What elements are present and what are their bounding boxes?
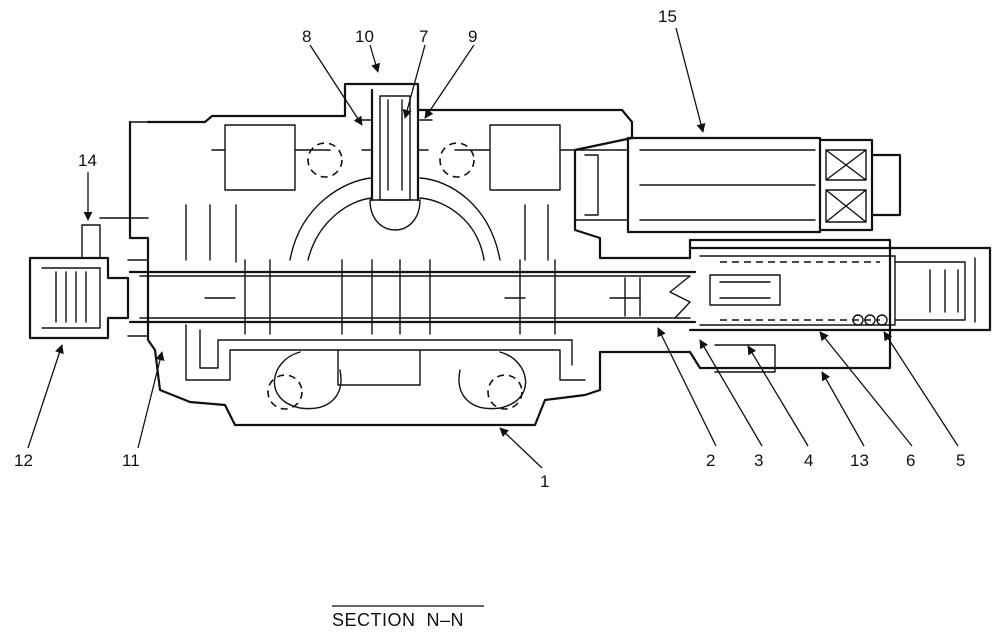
callout-13: 13: [850, 451, 869, 470]
valve-body: [128, 82, 892, 427]
callout-leaders: [27, 27, 959, 469]
callout-9: 9: [468, 27, 477, 46]
callout-1: 1: [540, 472, 549, 491]
callout-7: 7: [419, 27, 428, 46]
callout-3: 3: [754, 451, 763, 470]
left-cap: [28, 217, 149, 340]
spring-housing: [688, 246, 992, 373]
port-circles: [267, 142, 523, 410]
callout-11: 11: [122, 451, 140, 470]
spool: [128, 259, 697, 335]
callout-4: 4: [804, 451, 813, 470]
callout-14: 14: [78, 151, 97, 170]
callout-8: 8: [302, 27, 311, 46]
callout-5: 5: [956, 451, 965, 470]
section-caption: SECTION N–N: [332, 610, 464, 630]
callout-2: 2: [706, 451, 715, 470]
callout-15: 15: [658, 7, 677, 26]
callout-6: 6: [906, 451, 915, 470]
solenoid: [574, 136, 902, 234]
callout-10: 10: [355, 27, 374, 46]
callout-12: 12: [14, 451, 33, 470]
